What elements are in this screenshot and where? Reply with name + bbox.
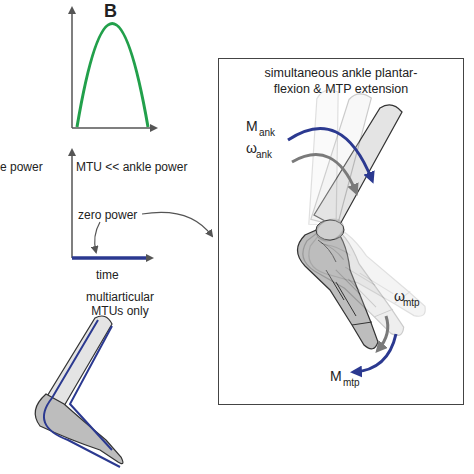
- ankle-velocity-arrow: [292, 155, 356, 192]
- subscript: mtp: [343, 377, 360, 389]
- annotation: multiarticular MTUs only: [70, 290, 170, 318]
- subscript: ank: [256, 149, 272, 161]
- foot-multiarticular: [35, 316, 123, 467]
- symbol: ω: [246, 140, 257, 157]
- y-axis: [71, 150, 73, 258]
- subscript: mtp: [403, 297, 420, 309]
- annotation: zero power: [78, 208, 137, 222]
- symbol: M: [246, 118, 258, 135]
- leader-arrow: [142, 212, 212, 236]
- mtp-moment-arrow: [354, 334, 396, 372]
- panel-letter: B: [104, 0, 117, 22]
- symbol: M: [330, 368, 342, 385]
- axis-label: time: [96, 268, 119, 282]
- mtu-line: [70, 326, 112, 450]
- mtu-line: [44, 320, 120, 467]
- ghost-foot: [243, 86, 450, 351]
- frame-box: simultaneous ankle plantar- flexion & MT…: [218, 58, 464, 405]
- axis-label: e power: [0, 160, 43, 174]
- mtp-velocity-arrow: [378, 316, 388, 350]
- box-heading: simultaneous ankle plantar- flexion & MT…: [251, 65, 431, 97]
- ankle-moment-arrow: [288, 128, 372, 180]
- ghost-foot: [268, 91, 428, 353]
- subscript: ank: [259, 127, 275, 139]
- x-axis: [72, 127, 156, 129]
- power-plot-top: [72, 8, 156, 128]
- leader-arrow: [95, 222, 100, 252]
- y-axis: [71, 8, 73, 128]
- x-axis: [72, 257, 152, 259]
- axis-label: MTU << ankle power: [76, 160, 226, 174]
- zero-power-line: [72, 256, 146, 260]
- power-curve: [77, 24, 148, 128]
